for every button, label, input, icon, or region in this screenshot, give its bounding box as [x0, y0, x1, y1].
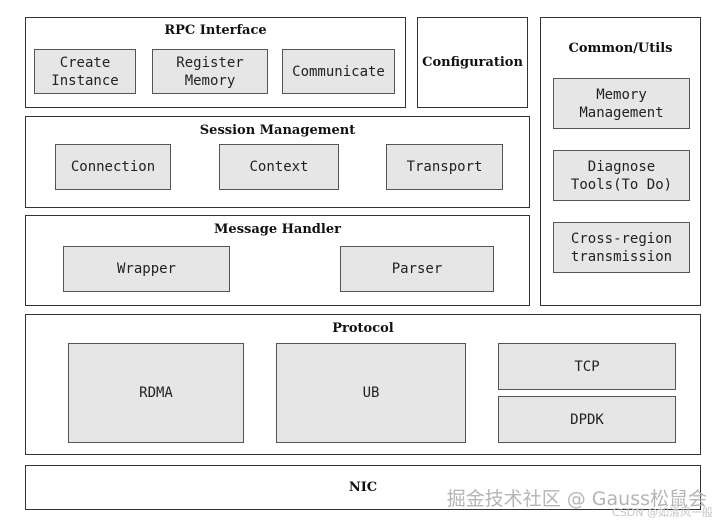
dpdk-block: DPDK	[498, 396, 676, 443]
watermark-subtext: CSDN @如清风一般	[612, 506, 713, 519]
session-management-panel: Session Management Connection Context Tr…	[25, 116, 530, 208]
nic-panel: NIC	[25, 465, 701, 510]
watermark-text: 掘金技术社区 @ Gauss松鼠会	[446, 488, 707, 510]
tcp-block: TCP	[498, 343, 676, 390]
ub-block: UB	[276, 343, 466, 443]
common-utils-panel: Common/Utils Memory Management Diagnose …	[540, 17, 701, 306]
protocol-panel: Protocol RDMA UB TCP DPDK	[25, 314, 701, 455]
rpc-interface-panel: RPC Interface Create Instance Register M…	[25, 17, 406, 108]
parser-block: Parser	[340, 246, 494, 292]
communicate-block: Communicate	[282, 49, 395, 94]
session-management-title: Session Management	[199, 123, 356, 138]
diagnose-tools-block: Diagnose Tools(To Do)	[553, 150, 690, 201]
transport-block: Transport	[386, 144, 503, 190]
message-handler-title: Message Handler	[214, 222, 341, 237]
rdma-block: RDMA	[68, 343, 244, 443]
register-memory-block: Register Memory	[152, 49, 268, 94]
protocol-title: Protocol	[332, 321, 394, 336]
message-handler-panel: Message Handler Wrapper Parser	[25, 215, 530, 306]
configuration-title: Configuration	[422, 55, 523, 70]
rpc-interface-title: RPC Interface	[164, 23, 267, 38]
connection-block: Connection	[55, 144, 171, 190]
cross-region-transmission-block: Cross-region transmission	[553, 222, 690, 273]
create-instance-block: Create Instance	[34, 49, 136, 94]
nic-title: NIC	[348, 480, 378, 495]
configuration-panel: Configuration	[417, 17, 528, 108]
memory-management-block: Memory Management	[553, 78, 690, 129]
context-block: Context	[219, 144, 339, 190]
wrapper-block: Wrapper	[63, 246, 230, 292]
common-utils-title: Common/Utils	[568, 41, 673, 56]
